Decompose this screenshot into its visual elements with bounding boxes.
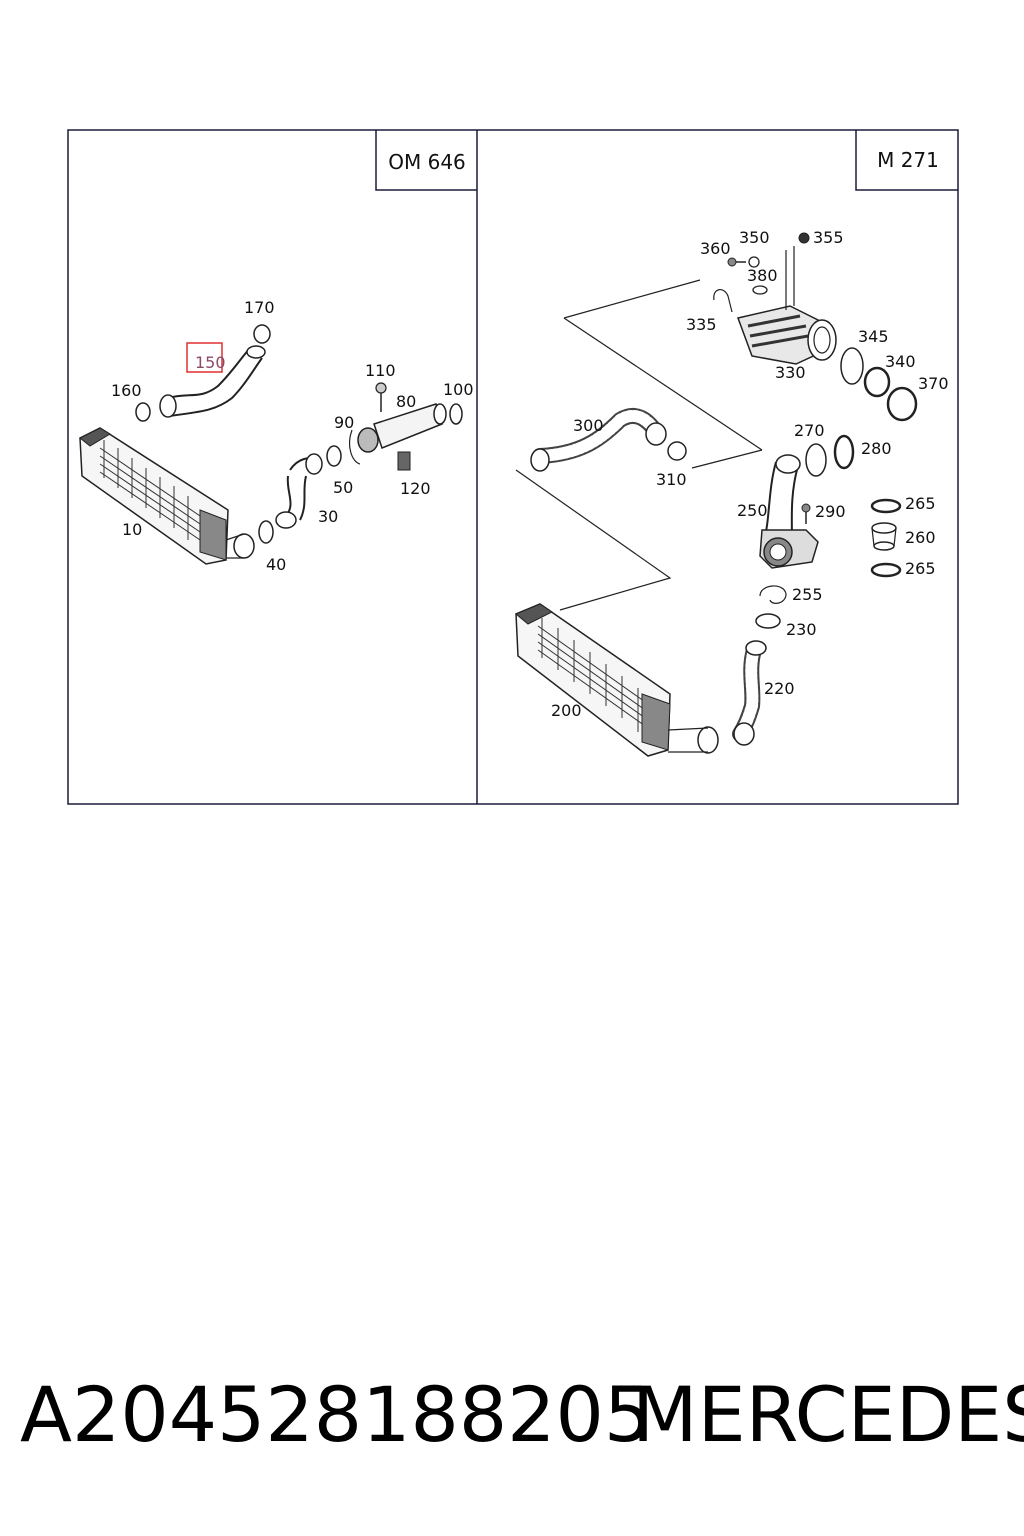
callout-360: 360 (700, 239, 731, 258)
callout-40: 40 (266, 555, 286, 574)
intercooler-right (515, 603, 719, 757)
callout-330: 330 (775, 363, 806, 382)
engine-label-box-left: OM 646 (375, 130, 477, 191)
callout-370: 370 (918, 374, 949, 393)
grouping-lines (515, 279, 763, 611)
callout-380: 380 (747, 266, 778, 285)
callout-355: 355 (813, 228, 844, 247)
callout-265-top: 265 (905, 494, 936, 513)
callout-280: 280 (861, 439, 892, 458)
seal-355 (798, 232, 810, 244)
ring-170 (253, 324, 271, 344)
hose-220 (732, 640, 767, 746)
ring-270 (805, 443, 827, 477)
callout-150[interactable]: 150 (195, 353, 226, 372)
ring-310 (667, 441, 687, 461)
ring-40 (258, 520, 274, 544)
hose-300 (530, 407, 667, 472)
callout-50: 50 (333, 478, 353, 497)
engine-label-box-right: M 271 (855, 130, 958, 191)
callout-345: 345 (858, 327, 889, 346)
callout-350: 350 (739, 228, 770, 247)
caption: A204528188205 MERCEDES (0, 1370, 1024, 1470)
ring-340 (863, 366, 891, 398)
part-number: A204528188205 (20, 1370, 653, 1459)
callout-255: 255 (792, 585, 823, 604)
callout-100: 100 (443, 380, 474, 399)
bolt-290 (801, 503, 811, 524)
callout-250: 250 (737, 501, 768, 520)
callout-160: 160 (111, 381, 142, 400)
callout-300: 300 (573, 416, 604, 435)
brand-name: MERCEDES (632, 1370, 1024, 1459)
hose-150 (159, 345, 266, 418)
clamp-265-bottom (870, 562, 902, 578)
callout-90: 90 (334, 413, 354, 432)
engine-label-m271: M 271 (877, 148, 939, 172)
connector-260 (871, 522, 897, 551)
sensor-120 (397, 451, 411, 471)
hose-30 (275, 453, 323, 529)
callout-340: 340 (885, 352, 916, 371)
callout-80: 80 (396, 392, 416, 411)
part-380 (752, 285, 768, 295)
ring-230 (755, 613, 781, 629)
clamp-265-top (870, 498, 902, 514)
callout-230: 230 (786, 620, 817, 639)
callout-220: 220 (764, 679, 795, 698)
engine-label-om646: OM 646 (388, 150, 466, 174)
ring-50 (326, 445, 342, 467)
washer-350 (748, 256, 760, 268)
ring-370 (886, 386, 918, 422)
pipe-250 (759, 454, 819, 569)
diagram-frame (67, 129, 959, 805)
callout-310: 310 (656, 470, 687, 489)
callout-10: 10 (122, 520, 142, 539)
callout-30: 30 (318, 507, 338, 526)
callout-290: 290 (815, 502, 846, 521)
intercooler-left (79, 427, 255, 565)
callout-335: 335 (686, 315, 717, 334)
callout-265-bottom: 265 (905, 559, 936, 578)
bolt-360 (727, 257, 746, 267)
callout-260: 260 (905, 528, 936, 547)
throttle-housing-330 (737, 246, 837, 365)
highlight-box-150[interactable] (186, 342, 223, 373)
ring-100 (449, 403, 463, 425)
ring-345 (840, 347, 864, 385)
bolt-110 (375, 382, 387, 412)
callout-110: 110 (365, 361, 396, 380)
callout-120: 120 (400, 479, 431, 498)
clip-255 (759, 585, 787, 604)
pipe-80 (348, 403, 447, 465)
callout-270: 270 (794, 421, 825, 440)
callout-200: 200 (551, 701, 582, 720)
ring-160 (135, 402, 151, 422)
clamp-280 (833, 434, 855, 470)
clip-335 (713, 289, 733, 313)
callout-170: 170 (244, 298, 275, 317)
